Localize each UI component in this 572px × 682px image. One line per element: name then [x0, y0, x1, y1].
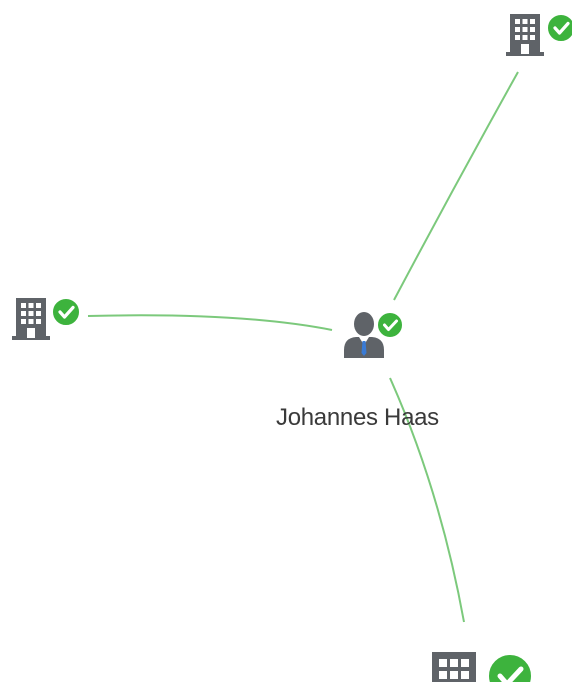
building-icon	[506, 14, 544, 56]
person-node[interactable]	[344, 311, 404, 358]
building-icon	[432, 652, 476, 682]
edge-person-to-building-top[interactable]	[393, 71, 519, 301]
building-icon	[12, 298, 50, 340]
edge-person-to-building-left[interactable]	[87, 314, 333, 331]
edges	[87, 71, 519, 623]
check-badge-icon	[376, 311, 404, 339]
edge-person-to-building-bottom[interactable]	[389, 377, 465, 623]
building-node-top[interactable]	[506, 13, 572, 56]
check-badge-icon	[51, 297, 81, 327]
building-node-bottom[interactable]	[432, 652, 533, 682]
check-badge-icon	[546, 13, 572, 43]
building-node-left[interactable]	[12, 297, 81, 340]
person-node-label: Johannes Haas	[276, 404, 439, 431]
check-badge-icon	[487, 653, 533, 682]
person-icon	[344, 312, 384, 358]
